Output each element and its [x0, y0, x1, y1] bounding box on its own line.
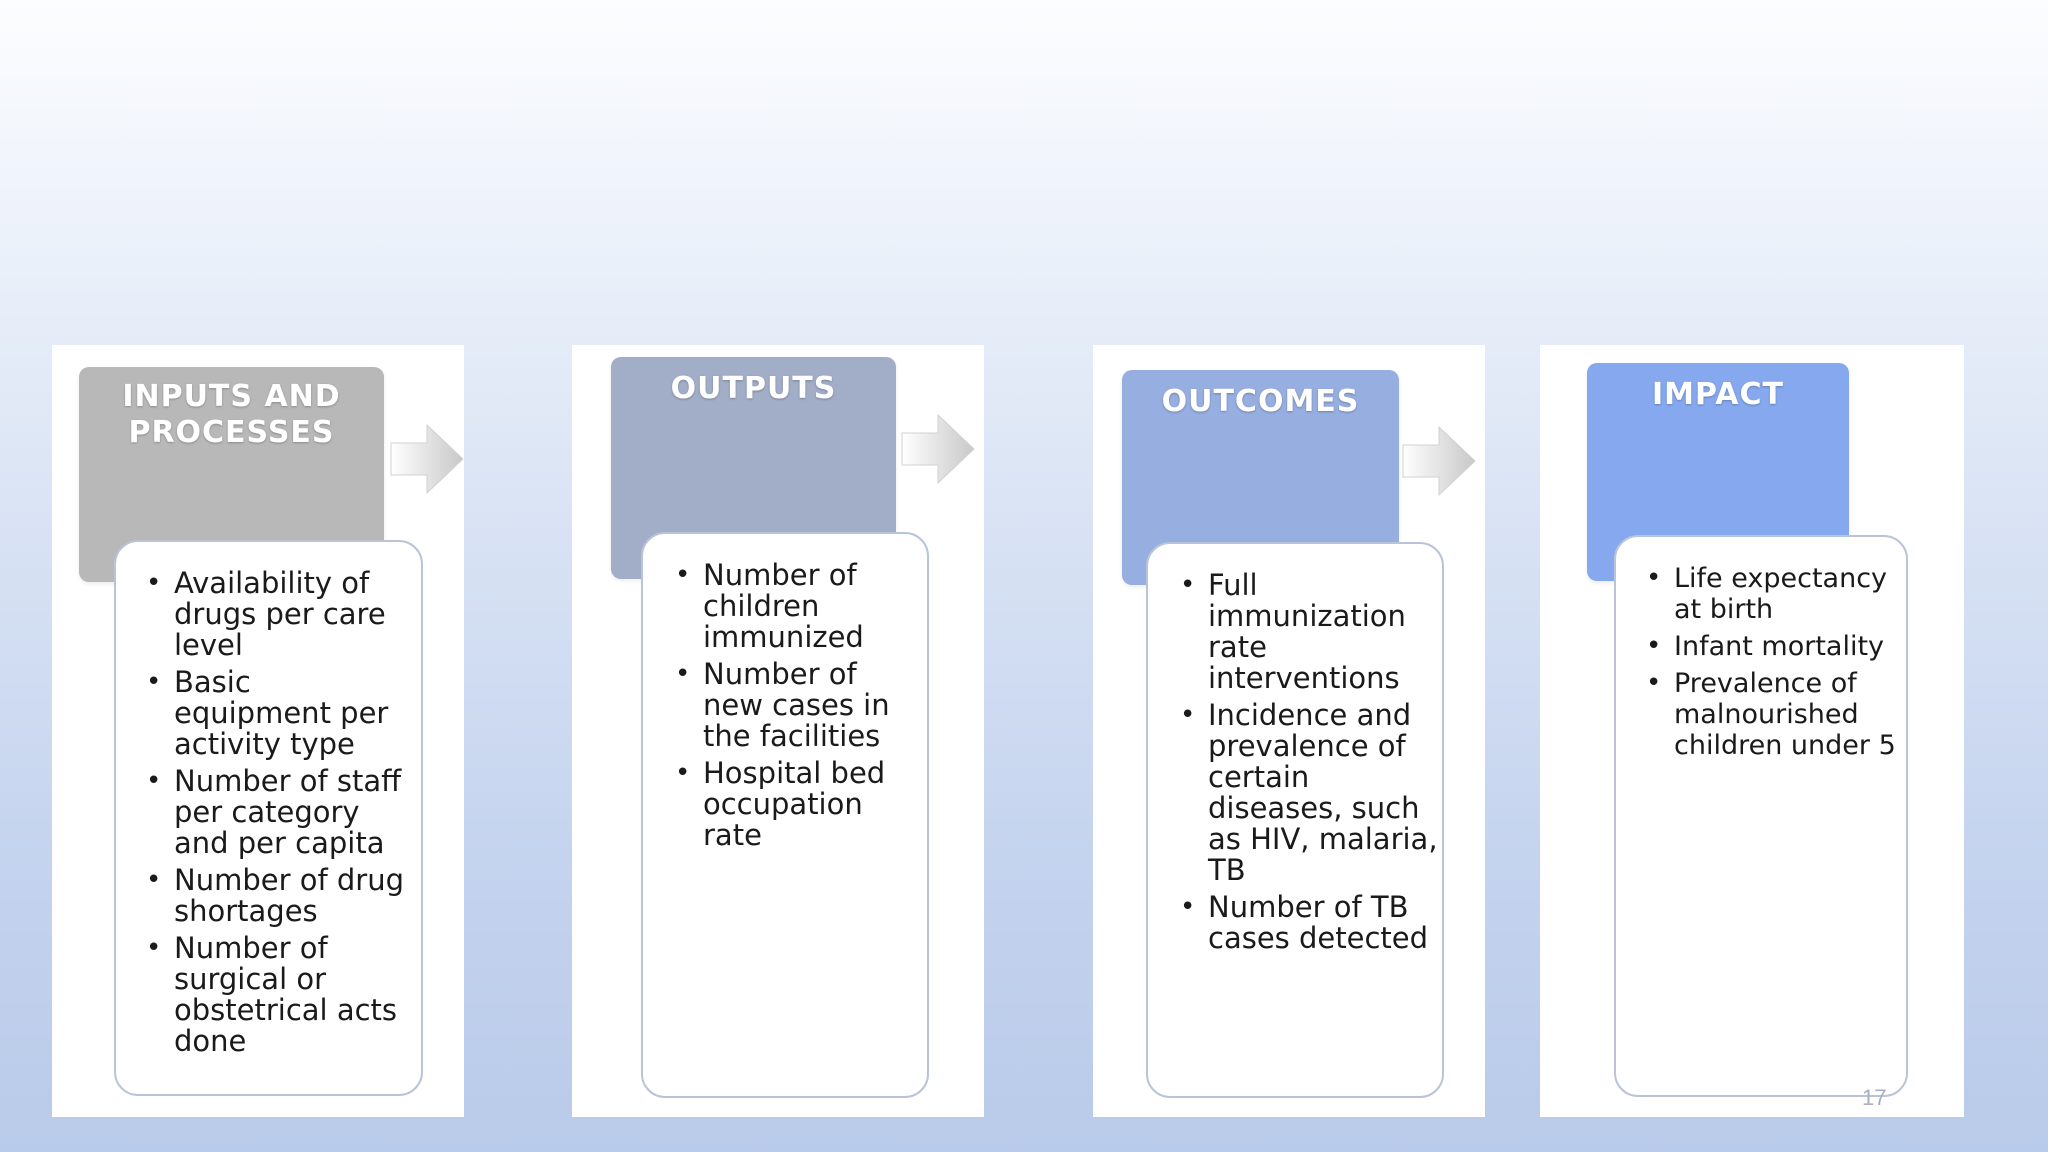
list-item: Full immunization rate interventions — [1178, 570, 1438, 694]
arrow-right-icon — [901, 413, 975, 485]
list-item: Number of TB cases detected — [1178, 892, 1438, 954]
list-item: Number of surgical or obstetrical acts d… — [144, 933, 411, 1057]
list-item: Life expectancy at birth — [1644, 563, 1898, 625]
stage-panel-inputs: INPUTS AND PROCESSES Availability of dru… — [52, 345, 464, 1117]
arrow-right-icon — [390, 423, 464, 495]
stage-list-outcomes: Full immunization rate interventions Inc… — [1178, 570, 1438, 954]
list-item: Number of new cases in the facilities — [673, 659, 919, 752]
arrow-right-icon — [1402, 425, 1476, 497]
list-item: Number of staff per category and per cap… — [144, 766, 411, 859]
stage-panel-outcomes: OUTCOMES Full immunization rate interven… — [1093, 345, 1485, 1117]
stage-list-outputs: Number of children immunized Number of n… — [673, 560, 919, 851]
stage-content-outcomes: Full immunization rate interventions Inc… — [1146, 542, 1444, 1098]
page-number: 17 — [1862, 1085, 1887, 1110]
stage-title-impact: IMPACT — [1652, 377, 1784, 412]
list-item: Hospital bed occupation rate — [673, 758, 919, 851]
stage-panel-impact: IMPACT Life expectancy at birth Infant m… — [1540, 345, 1964, 1117]
stage-panel-outputs: OUTPUTS Number of children immunized Num… — [572, 345, 984, 1117]
list-item: Number of children immunized — [673, 560, 919, 653]
stage-list-impact: Life expectancy at birth Infant mortalit… — [1644, 563, 1898, 761]
stage-content-impact: Life expectancy at birth Infant mortalit… — [1614, 535, 1908, 1097]
list-item: Availability of drugs per care level — [144, 568, 411, 661]
list-item: Basic equipment per activity type — [144, 667, 411, 760]
list-item: Incidence and prevalence of certain dise… — [1178, 700, 1438, 886]
stage-title-outcomes: OUTCOMES — [1161, 384, 1360, 419]
stage-title-outputs: OUTPUTS — [670, 371, 837, 406]
list-item: Prevalence of malnourished children unde… — [1644, 668, 1898, 761]
list-item: Infant mortality — [1644, 631, 1898, 662]
stage-content-outputs: Number of children immunized Number of n… — [641, 532, 929, 1098]
stage-title-inputs: INPUTS AND PROCESSES — [122, 379, 341, 450]
stage-content-inputs: Availability of drugs per care level Bas… — [114, 540, 423, 1096]
list-item: Number of drug shortages — [144, 865, 411, 927]
stage-list-inputs: Availability of drugs per care level Bas… — [144, 568, 411, 1057]
